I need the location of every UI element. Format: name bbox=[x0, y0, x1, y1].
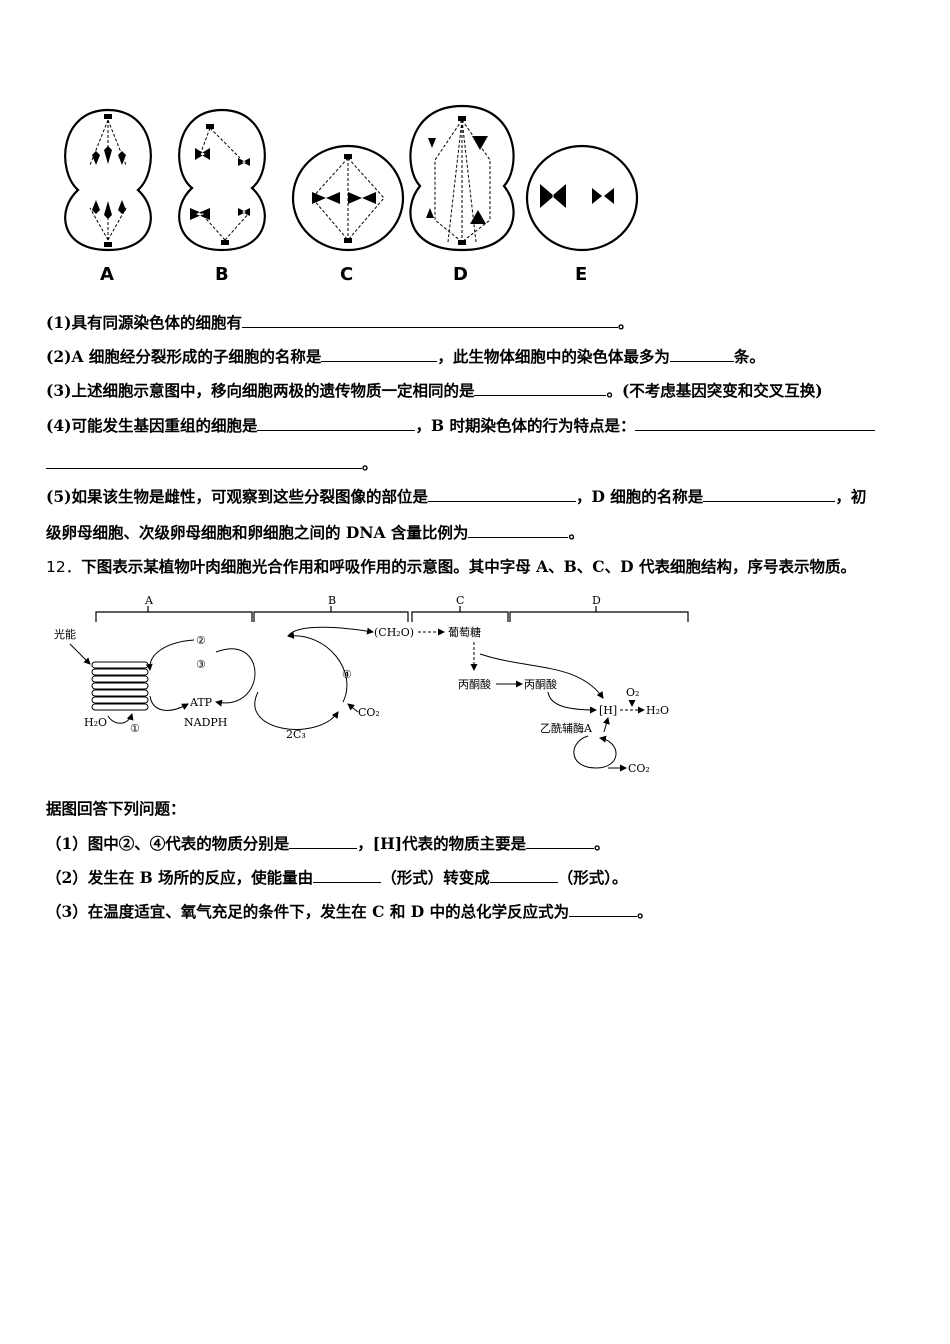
answer-blank[interactable] bbox=[241, 312, 618, 328]
label-glucose: 葡萄糖 bbox=[448, 625, 481, 639]
region-d: D bbox=[592, 594, 601, 607]
light-energy-label: 光能 bbox=[54, 627, 76, 641]
s1-suffix: 。 bbox=[594, 834, 610, 853]
thylakoid-stack bbox=[91, 661, 149, 711]
answer-blank[interactable] bbox=[703, 486, 836, 502]
label-h: [H] bbox=[599, 704, 617, 717]
answer-blank[interactable] bbox=[427, 486, 576, 502]
cell-label-c: C bbox=[340, 264, 353, 285]
answer-blank[interactable] bbox=[313, 867, 382, 883]
s2-prefix: （2）发生在 B 场所的反应，使能量由 bbox=[46, 868, 314, 887]
q11-p4-suffix: 。 bbox=[362, 454, 378, 473]
cell-a-outline bbox=[64, 108, 152, 252]
region-b: B bbox=[328, 594, 336, 607]
q11-part1: (1)具有同源染色体的细胞有 。 bbox=[46, 312, 633, 333]
label-acetyl-coa: 乙酰辅酶A bbox=[540, 721, 593, 735]
q11-part2: (2)A 细胞经分裂形成的子细胞的名称是 ，此生物体细胞中的染色体最多为 条。 bbox=[46, 346, 765, 367]
q11-p1-suffix: 。 bbox=[617, 313, 634, 332]
q12-sub3: （3）在温度适宜、氧气充足的条件下，发生在 C 和 D 中的总化学反应式为 。 bbox=[46, 901, 653, 922]
label-pyruvate-2: 丙酮酸 bbox=[524, 677, 557, 691]
label-nadph: NADPH bbox=[184, 716, 227, 729]
answer-blank[interactable] bbox=[669, 346, 734, 362]
label-atp: ATP bbox=[189, 696, 213, 709]
label-ch2o: (CH₂O) bbox=[374, 626, 414, 639]
label-n3: ③ bbox=[196, 658, 206, 671]
q11-part4-cont: 。 bbox=[46, 453, 378, 474]
q11-p5-line2-suffix: 。 bbox=[568, 523, 584, 542]
q11-part4: (4)可能发生基因重组的细胞是 ，B 时期染色体的行为特点是： bbox=[46, 415, 876, 436]
q11-p2-mid: ，此生物体细胞中的染色体最多为 bbox=[437, 347, 670, 366]
answer-blank[interactable] bbox=[526, 833, 595, 849]
s2-mid: （形式）转变成 bbox=[381, 868, 490, 887]
label-n4: ④ bbox=[342, 668, 352, 681]
q12-stem-letters: A、B、C、D bbox=[536, 557, 634, 576]
q12-sub1: （1）图中②、④代表的物质分别是 ，[H]代表的物质主要是 。 bbox=[46, 833, 610, 854]
q11-p5-line2-prefix: 级卵母细胞、次级卵母细胞和卵细胞之间的 DNA 含量比例为 bbox=[46, 523, 469, 542]
q11-p4-mid: ，B 时期染色体的行为特点是： bbox=[415, 416, 636, 435]
label-co2-in: CO₂ bbox=[358, 706, 380, 719]
q11-part3: (3)上述细胞示意图中，移向细胞两极的遗传物质一定相同的是 。(不考虑基因突变和交… bbox=[46, 380, 823, 401]
label-pyruvate-1: 丙酮酸 bbox=[458, 677, 491, 691]
region-a: A bbox=[144, 594, 154, 607]
cell-d-outline bbox=[409, 104, 515, 252]
answer-blank[interactable] bbox=[474, 380, 607, 396]
q11-p4-prefix: (4)可能发生基因重组的细胞是 bbox=[46, 416, 258, 435]
label-co2-out: CO₂ bbox=[628, 762, 650, 775]
cell-division-figure: A B C D E bbox=[64, 104, 639, 285]
q11-p3-prefix: (3)上述细胞示意图中，移向细胞两极的遗传物质一定相同的是 bbox=[46, 381, 475, 400]
q12-stem-a: 下图表示某植物叶肉细胞光合作用和呼吸作用的示意图。其中字母 bbox=[81, 557, 537, 576]
q11-p5-mid: ，D 细胞的名称是 bbox=[575, 487, 704, 506]
q11-p5-end: ，初 bbox=[835, 487, 867, 506]
answer-blank[interactable] bbox=[468, 522, 569, 538]
photosynthesis-respiration-diagram: A B C D 光能 ② ③ ATP NADPH H₂O ① ④ CO₂ 2C₃… bbox=[54, 594, 689, 775]
answer-prompt: 据图回答下列问题： bbox=[46, 799, 186, 818]
cell-e-outline bbox=[525, 144, 639, 252]
cell-label-e: E bbox=[575, 264, 587, 285]
q11-p2-suffix: 条。 bbox=[733, 347, 765, 366]
answer-blank[interactable] bbox=[289, 833, 358, 849]
s3-suffix: 。 bbox=[637, 902, 653, 921]
q11-p1-prefix: (1)具有同源染色体的细胞有 bbox=[46, 313, 242, 332]
answer-blank[interactable] bbox=[569, 901, 638, 917]
cell-label-a: A bbox=[100, 264, 114, 285]
cell-b-outline bbox=[178, 108, 266, 252]
answer-blank[interactable] bbox=[489, 867, 558, 883]
answer-blank[interactable] bbox=[257, 415, 416, 431]
q11-p2-prefix: (2)A 细胞经分裂形成的子细胞的名称是 bbox=[46, 347, 322, 366]
label-h2o: H₂O bbox=[84, 716, 107, 729]
s1-prefix: （1）图中②、④代表的物质分别是 bbox=[46, 834, 290, 853]
q12-stem: 12．下图表示某植物叶肉细胞光合作用和呼吸作用的示意图。其中字母 A、B、C、D… bbox=[46, 557, 856, 577]
s2-suffix: （形式）。 bbox=[557, 868, 628, 887]
region-c: C bbox=[456, 594, 464, 607]
label-n1: ① bbox=[130, 722, 140, 735]
label-o2: O₂ bbox=[626, 686, 639, 699]
q11-part5-cont: 级卵母细胞、次级卵母细胞和卵细胞之间的 DNA 含量比例为 。 bbox=[46, 522, 584, 543]
q12-number: 12． bbox=[46, 558, 82, 576]
cell-label-d: D bbox=[453, 264, 468, 285]
label-n2: ② bbox=[196, 634, 206, 647]
answer-blank[interactable] bbox=[635, 415, 876, 431]
q12-sub2: （2）发生在 B 场所的反应，使能量由 （形式）转变成 （形式）。 bbox=[46, 867, 627, 888]
cell-c-outline bbox=[291, 144, 405, 252]
q11-part5: (5)如果该生物是雌性，可观察到这些分裂图像的部位是 ，D 细胞的名称是 ，初 bbox=[46, 486, 866, 507]
answer-blank[interactable] bbox=[321, 346, 438, 362]
cell-label-b: B bbox=[215, 264, 229, 285]
answer-blank[interactable] bbox=[46, 453, 362, 469]
q11-p3-suffix: 。(不考虑基因突变和交叉互换) bbox=[606, 381, 823, 400]
q12-stem-b: 代表细胞结构，序号表示物质。 bbox=[633, 557, 856, 576]
label-h2o-out: H₂O bbox=[646, 704, 669, 717]
label-c3: 2C₃ bbox=[286, 728, 306, 741]
s3-prefix: （3）在温度适宜、氧气充足的条件下，发生在 C 和 D 中的总化学反应式为 bbox=[46, 902, 570, 921]
s1-mid: ，[H]代表的物质主要是 bbox=[357, 834, 527, 853]
q11-p5-prefix: (5)如果该生物是雌性，可观察到这些分裂图像的部位是 bbox=[46, 487, 428, 506]
